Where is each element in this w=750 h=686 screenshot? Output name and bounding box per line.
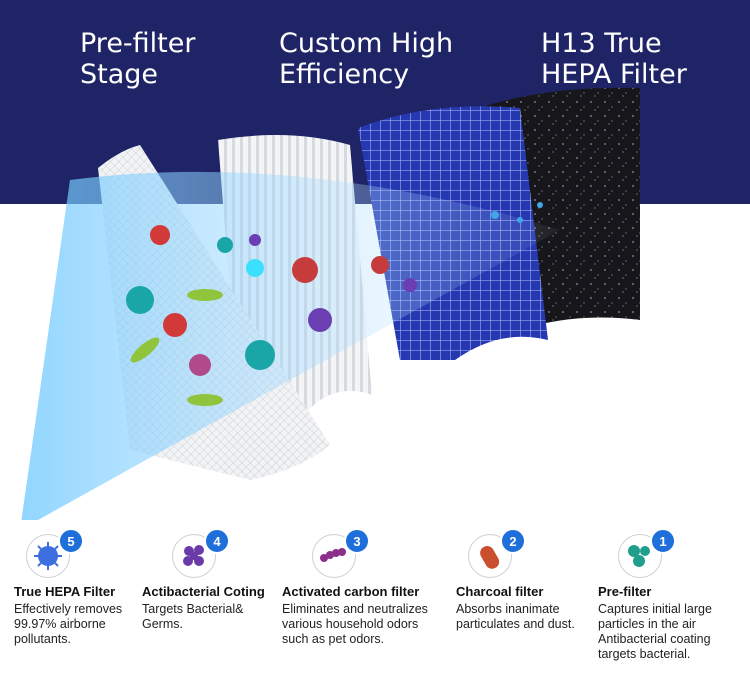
odor-chain-icon: [312, 534, 356, 578]
filter-layers-illustration: [21, 87, 640, 520]
step-number-badge: 2: [500, 528, 526, 554]
step-label: Activated carbon filter: [282, 584, 420, 599]
step-activated-carbon: 3 Activated carbon filter Eliminates and…: [282, 528, 432, 647]
step-label: True HEPA Filter: [14, 584, 116, 599]
step-description: Targets Bacterial&Germs.: [142, 602, 244, 631]
step-number-badge: 4: [204, 528, 230, 554]
step-number-badge: 5: [58, 528, 84, 554]
step-label: Pre-filter: [598, 584, 652, 599]
step-label: Charcoal filter: [456, 584, 544, 599]
step-number-badge: 3: [344, 528, 370, 554]
step-number-badge: 1: [650, 528, 676, 554]
step-label: Actibacterial Coting: [142, 584, 265, 599]
particle-capsule-icon: [468, 534, 512, 578]
airflow-beam: [21, 171, 560, 520]
germ-particles: [126, 202, 543, 406]
step-antibacterial: 4 Actibacterial Coting Targets Bacterial…: [142, 528, 292, 632]
